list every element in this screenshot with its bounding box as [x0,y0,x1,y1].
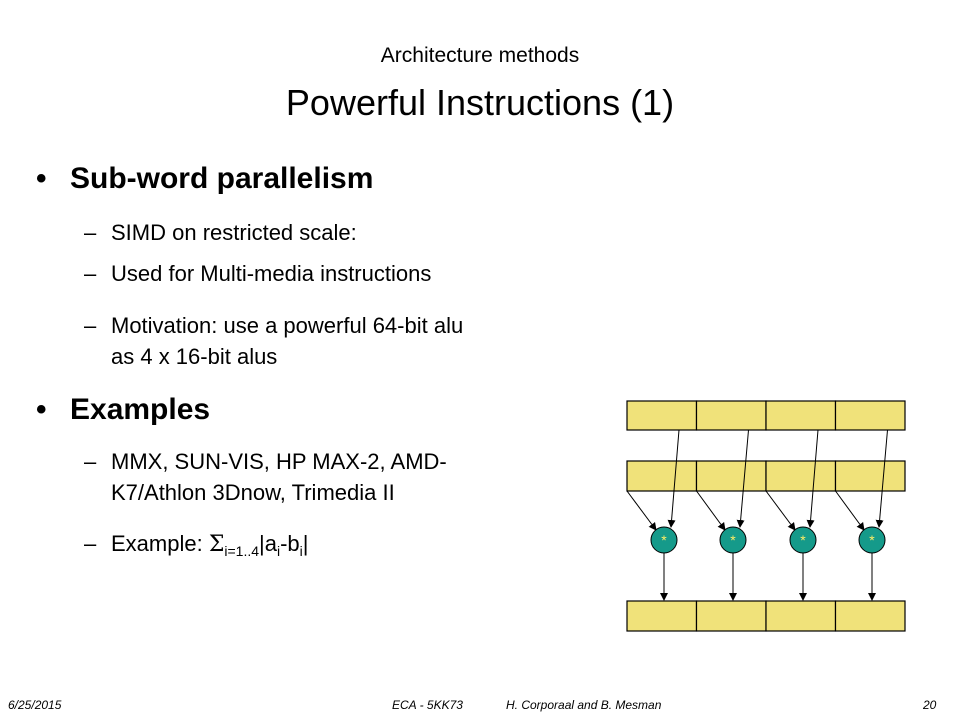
alu-op-label: * [661,532,667,548]
register-a-lane-1 [626,400,698,431]
dash: – [84,261,97,286]
wire-b-to-alu-1 [626,490,657,531]
register-b-lane-3 [765,460,837,492]
alu-2 [719,526,747,554]
index-i: i [276,543,281,559]
dash: – [84,220,97,245]
slide-title: Powerful Instructions (1) [285,82,675,123]
alu-op-label: * [800,532,806,548]
alu-op-label: * [730,532,736,548]
subtitle: Architecture methods [380,44,580,67]
register-a-lane-2 [695,400,767,431]
bullet-heading: Examples [70,393,211,426]
sub-item: –MMX, SUN-VIS, HP MAX-2, AMD- [84,447,447,477]
bullet-dot: • [36,162,47,195]
register-result-lane-3 [765,600,837,632]
index-i: i [299,543,303,559]
formula-abs-open: |a [259,531,277,556]
formula-abs-close: | [302,531,309,556]
footer-page: 20 [923,698,937,712]
sub-item-text: Used for Multi-media instructions [111,261,432,286]
wire-b-to-alu-4 [835,490,865,531]
sub-item-text: as 4 x 16-bit alus [111,344,278,369]
register-b-lane-2 [695,460,767,492]
wire-a-to-alu-1 [667,429,680,528]
bullet-heading: Sub-word parallelism [70,162,374,195]
alu-1 [650,526,678,554]
formula-minus: -b [280,531,300,556]
footer-course: ECA - 5KK73 [392,698,463,712]
sub-item-continuation: K7/Athlon 3Dnow, Trimedia II [84,478,395,508]
sub-item-text: Motivation: use a powerful 64-bit alu [111,313,464,338]
bullet-subword: • Sub-word parallelism [36,162,373,196]
sigma-symbol: Σ [208,532,225,557]
register-a-lane-4 [834,400,906,431]
wire-a-to-alu-2 [736,429,749,528]
alu-op-label: * [869,532,875,548]
footer-authors: H. Corporaal and B. Mesman [506,698,662,712]
footer-date: 6/25/2015 [8,698,62,712]
alu-4 [858,526,886,554]
register-result-lane-4 [834,600,906,632]
wire-b-to-alu-3 [765,490,796,531]
sigma-range: i=1..4 [224,543,260,559]
wire-a-to-alu-4 [875,429,888,528]
sub-item-formula: –Example: Σi=1..4|ai-bi| [84,529,309,566]
wire-b-to-alu-2 [696,490,726,531]
register-result-lane-1 [626,600,698,632]
register-b-lane-1 [626,460,698,492]
sub-item-text: MMX, SUN-VIS, HP MAX-2, AMD- [111,449,447,474]
bullet-examples: • Examples [36,393,210,427]
register-a-lane-3 [765,400,837,431]
sub-item: –Used for Multi-media instructions [84,259,431,289]
register-result-lane-2 [695,600,767,632]
sub-item-continuation: as 4 x 16-bit alus [84,342,277,372]
alu-3 [789,526,817,554]
formula-prefix: Example: [111,531,209,556]
sub-item-text: SIMD on restricted scale: [111,220,357,245]
sub-item: –SIMD on restricted scale: [84,218,357,248]
bullet-dot: • [36,393,47,426]
wire-a-to-alu-3 [806,429,819,528]
dash: – [84,449,97,474]
dash: – [84,531,97,556]
sub-item: –Motivation: use a powerful 64-bit alu [84,311,463,341]
sub-item-text: K7/Athlon 3Dnow, Trimedia II [111,480,395,505]
dash: – [84,313,97,338]
register-b-lane-4 [834,460,906,492]
